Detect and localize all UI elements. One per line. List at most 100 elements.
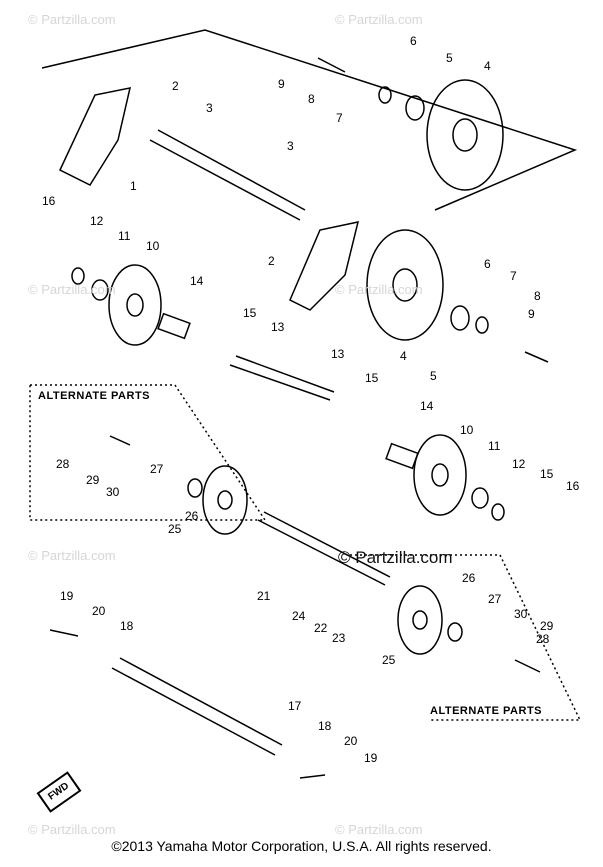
callout-9: 9 — [278, 77, 285, 91]
watermark-main: © Partzilla.com — [338, 548, 453, 567]
bearing-26-bottom — [447, 622, 463, 642]
callout-8: 8 — [308, 92, 315, 106]
wheel-10-left-hub — [126, 293, 144, 317]
callout-9: 9 — [528, 307, 535, 321]
washer-12-right — [491, 503, 505, 521]
watermark: © Partzilla.com — [28, 548, 116, 563]
callout-11: 11 — [488, 439, 501, 453]
collar-14-left — [157, 312, 191, 340]
bearing-5-lower — [450, 305, 470, 331]
callout-2: 2 — [172, 79, 179, 93]
callout-26: 26 — [185, 509, 199, 523]
callout-4: 4 — [400, 349, 407, 363]
callout-10: 10 — [146, 239, 160, 253]
alternate-box-bottom — [350, 554, 582, 721]
callout-7: 7 — [510, 269, 517, 283]
washer-6-lower — [475, 316, 489, 334]
callout-20: 20 — [344, 734, 358, 748]
callout-6: 6 — [410, 34, 417, 48]
callout-18: 18 — [120, 619, 134, 633]
bearing-26-top — [187, 478, 203, 498]
callout-30: 30 — [106, 485, 120, 499]
bearing-5-upper — [405, 95, 425, 121]
watermark: © Partzilla.com — [335, 822, 423, 837]
callout-10: 10 — [460, 423, 474, 437]
callout-8: 8 — [534, 289, 541, 303]
callout-28: 28 — [56, 457, 70, 471]
callout-12: 12 — [512, 457, 526, 471]
left-bracket-upper — [59, 87, 131, 186]
callout-28: 28 — [536, 632, 550, 646]
callout-15: 15 — [540, 467, 554, 481]
right-bracket — [289, 221, 360, 311]
callout-14: 14 — [420, 399, 434, 413]
wheel-4-upper — [426, 79, 504, 191]
bearing-11-left — [91, 279, 109, 301]
callout-labels: 1223344556677889910101111121213131414151… — [42, 34, 580, 765]
wheel-10-right — [413, 434, 467, 516]
watermark: © Partzilla.com — [335, 12, 423, 27]
wheel-10-right-hub — [431, 463, 449, 487]
callout-18: 18 — [318, 719, 332, 733]
bolt-28-top — [109, 435, 131, 446]
callout-6: 6 — [484, 257, 491, 271]
callout-26: 26 — [462, 571, 476, 585]
wheel-4-lower — [366, 229, 444, 341]
alternate-parts-label-bottom: ALTERNATE PARTS — [430, 705, 542, 717]
shaft-17 — [111, 657, 283, 756]
bearing-11-right — [471, 487, 489, 509]
alternate-parts-label-top: ALTERNATE PARTS — [38, 390, 150, 402]
callout-13: 13 — [271, 320, 285, 334]
footer-copyright: ©2013 Yamaha Motor Corporation, U.S.A. A… — [111, 838, 492, 854]
callout-25: 25 — [382, 653, 396, 667]
callout-21: 21 — [257, 589, 271, 603]
wheel-25-top-hub — [217, 490, 233, 510]
watermark: © Partzilla.com — [335, 282, 423, 297]
callout-4: 4 — [484, 59, 491, 73]
callout-27: 27 — [488, 592, 502, 606]
wheel-25-bottom-hub — [412, 610, 428, 630]
wheel-4-upper-hub — [452, 118, 478, 152]
callout-27: 27 — [150, 462, 164, 476]
callout-20: 20 — [92, 604, 106, 618]
bolt-19-right — [299, 774, 326, 779]
callout-24: 24 — [292, 609, 306, 623]
callout-19: 19 — [364, 751, 378, 765]
collar-14-right — [385, 442, 419, 470]
callout-14: 14 — [190, 274, 204, 288]
callout-15: 15 — [243, 306, 257, 320]
callout-13: 13 — [331, 347, 345, 361]
shaft-13 — [229, 355, 335, 401]
fwd-label: FWD — [46, 780, 72, 803]
callout-1: 1 — [130, 179, 137, 193]
washer-6-upper — [378, 86, 392, 104]
bolt-9-lower — [524, 351, 549, 363]
callout-5: 5 — [430, 369, 437, 383]
callout-30: 30 — [514, 607, 528, 621]
callout-15: 15 — [365, 371, 379, 385]
callout-16: 16 — [42, 194, 56, 208]
callout-29: 29 — [86, 473, 100, 487]
watermark: © Partzilla.com — [28, 822, 116, 837]
callout-22: 22 — [314, 621, 328, 635]
callout-29: 29 — [540, 619, 554, 633]
callout-3: 3 — [287, 139, 294, 153]
callout-25: 25 — [168, 522, 182, 536]
callout-23: 23 — [332, 631, 346, 645]
alternate-box-top — [29, 384, 267, 521]
bolt-28-bottom — [514, 659, 541, 673]
watermark: © Partzilla.com — [28, 282, 116, 297]
wheel-25-top — [202, 465, 248, 535]
callout-16: 16 — [566, 479, 580, 493]
callout-17: 17 — [288, 699, 302, 713]
wheel-10-left — [108, 264, 162, 346]
callout-11: 11 — [118, 229, 131, 243]
watermark: © Partzilla.com — [28, 12, 116, 27]
shaft-1 — [149, 129, 306, 221]
callout-19: 19 — [60, 589, 74, 603]
callout-7: 7 — [336, 111, 343, 125]
callout-3: 3 — [206, 101, 213, 115]
callout-5: 5 — [446, 51, 453, 65]
